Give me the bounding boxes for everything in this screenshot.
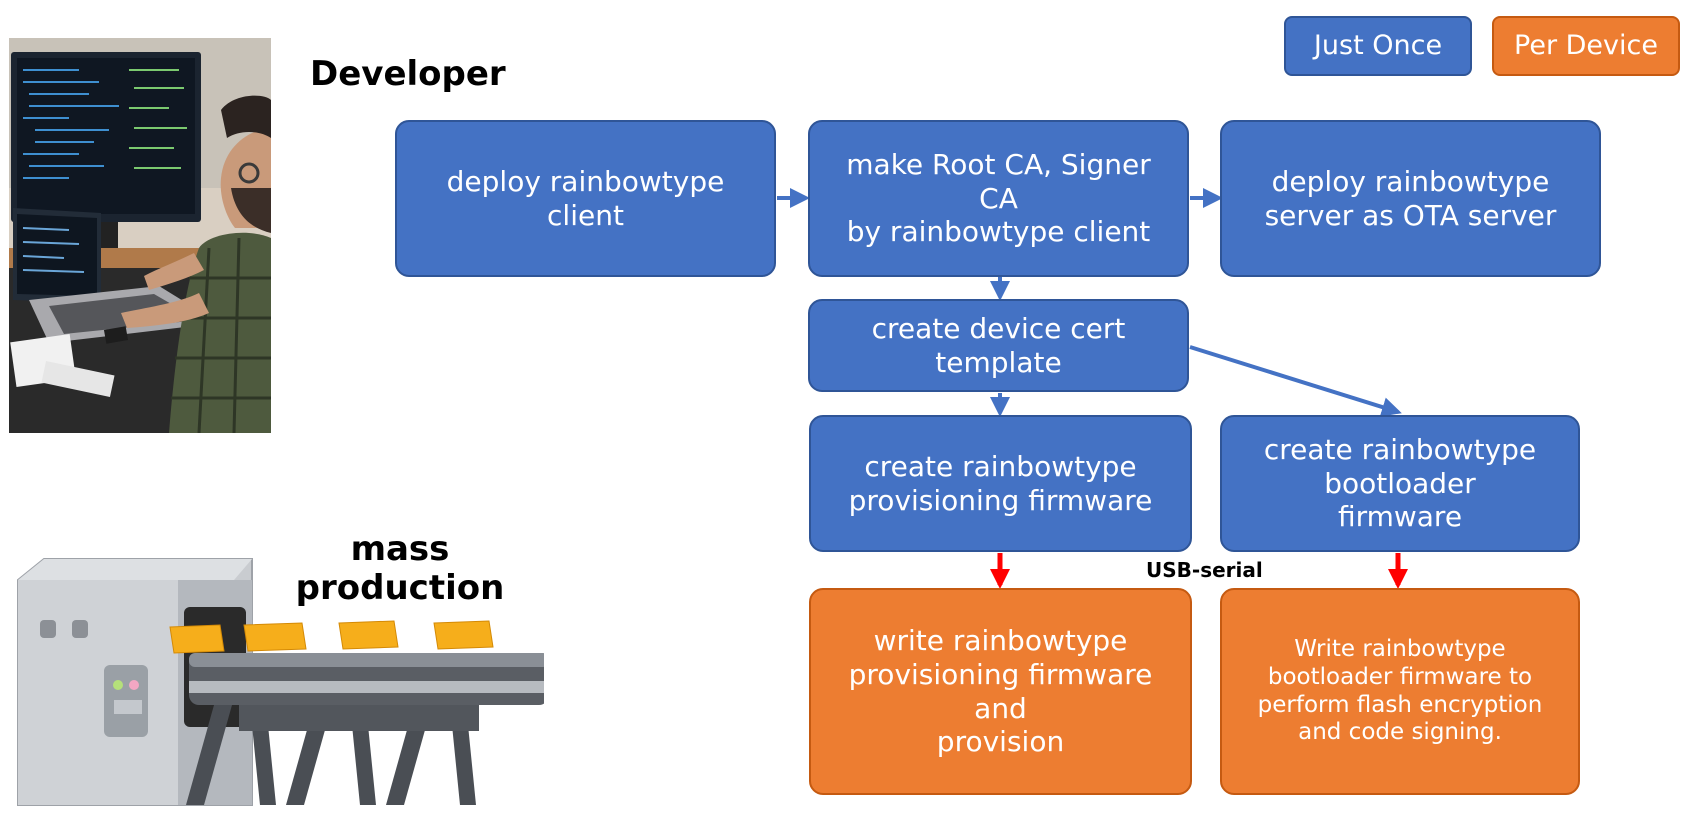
- step-deploy-client: deploy rainbowtype client: [395, 120, 776, 277]
- arrow-template-to-boot: [1189, 345, 1402, 417]
- legend-just-once: Just Once: [1284, 16, 1472, 76]
- step-write-boot-fw: Write rainbowtype bootloader firmware to…: [1220, 588, 1580, 795]
- mass-production-heading: mass production: [295, 529, 505, 609]
- step-write-prov-fw: write rainbowtype provisioning firmware …: [809, 588, 1192, 795]
- step-cert-template: create device cert template: [808, 299, 1189, 392]
- legend-per-device: Per Device: [1492, 16, 1680, 76]
- developer-photo: [9, 38, 271, 433]
- usb-serial-label: USB-serial: [1146, 558, 1263, 582]
- step-create-prov-fw: create rainbowtype provisioning firmware: [809, 415, 1192, 552]
- step-create-boot-fw: create rainbowtype bootloader firmware: [1220, 415, 1580, 552]
- developer-heading: Developer: [310, 54, 506, 94]
- step-make-ca: make Root CA, Signer CA by rainbowtype c…: [808, 120, 1189, 277]
- factory-illustration: [14, 555, 544, 813]
- step-deploy-server: deploy rainbowtype server as OTA server: [1220, 120, 1601, 277]
